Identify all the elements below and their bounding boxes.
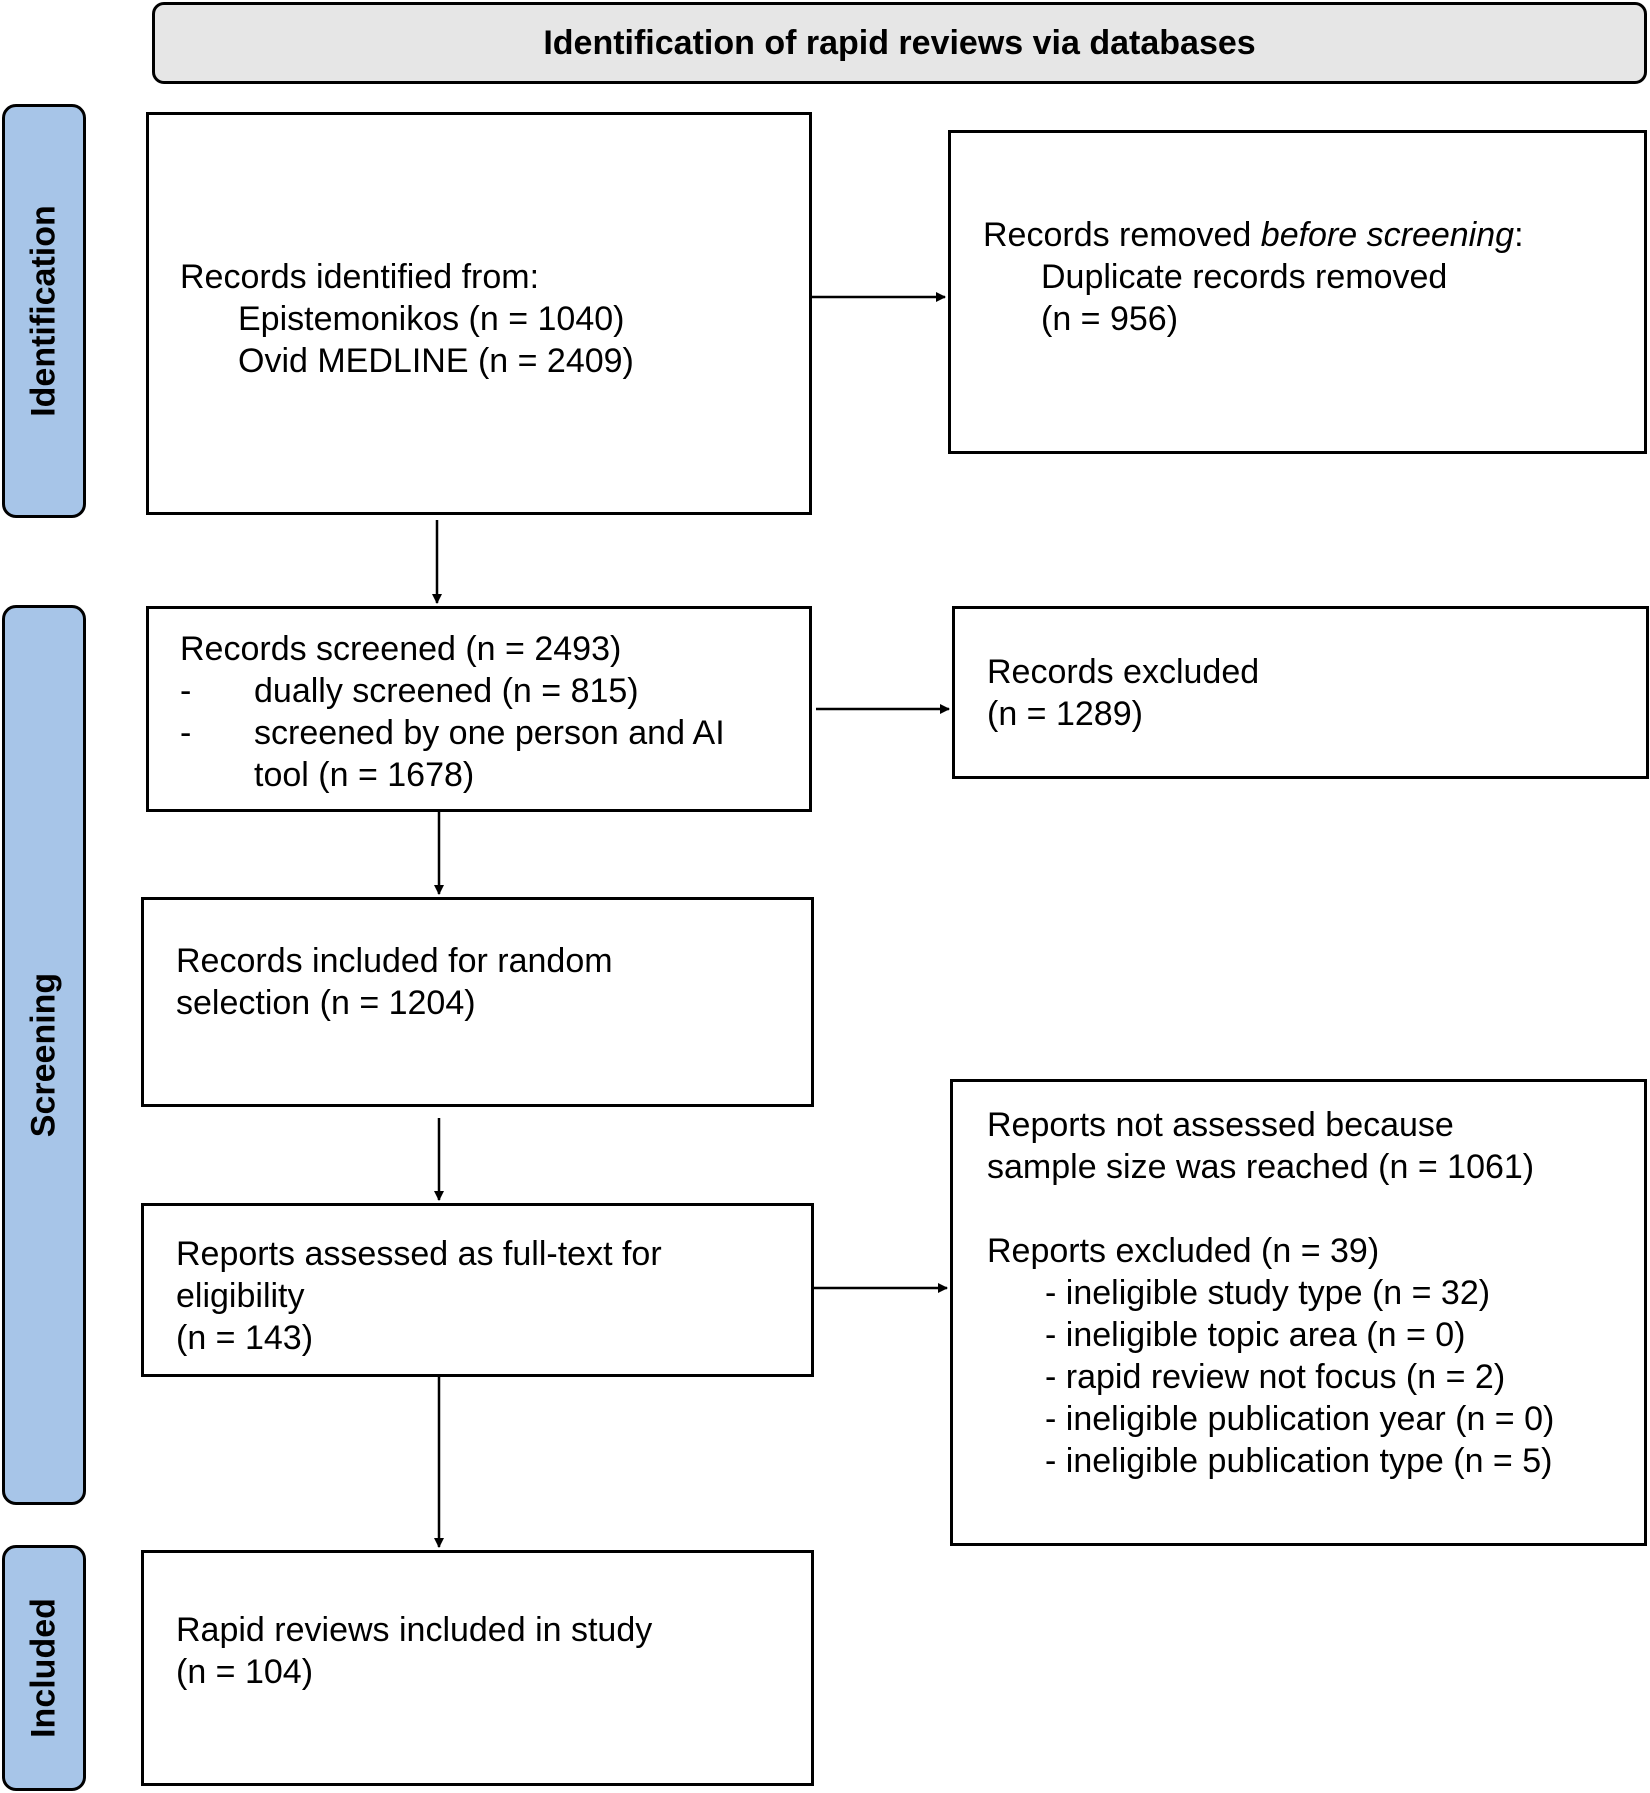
fulltext-line1: Reports assessed as full-text for	[176, 1235, 662, 1273]
reason-publication-year: - ineligible publication year (n = 0)	[1045, 1400, 1555, 1438]
included-line1: Rapid reviews included in study	[176, 1611, 653, 1649]
included-studies-box: Rapid reviews included in study (n = 104…	[141, 1550, 814, 1786]
source-epistemonikos: Epistemonikos (n = 1040)	[238, 300, 625, 338]
random-selection-box: Records included for random selection (n…	[141, 897, 814, 1107]
included-count: (n = 104)	[176, 1653, 314, 1691]
fulltext-line2: eligibility	[176, 1277, 305, 1315]
duplicates-removed-label: Duplicate records removed	[1041, 258, 1448, 296]
reason-publication-type: - ineligible publication type (n = 5)	[1045, 1442, 1553, 1480]
records-excluded-count: (n = 1289)	[987, 695, 1143, 733]
source-ovid-medline: Ovid MEDLINE (n = 2409)	[238, 342, 634, 380]
records-removed-title: Records removed before screening:	[983, 216, 1524, 254]
reports-excluded-box: Reports not assessed because sample size…	[950, 1079, 1647, 1546]
not-assessed-line1: Reports not assessed because	[987, 1106, 1454, 1144]
diagram-header: Identification of rapid reviews via data…	[152, 2, 1647, 84]
phase-identification: Identification	[2, 104, 86, 518]
records-screened-title: Records screened (n = 2493)	[180, 630, 622, 668]
reason-topic-area: - ineligible topic area (n = 0)	[1045, 1316, 1466, 1354]
records-excluded-box: Records excluded (n = 1289)	[952, 606, 1649, 779]
phase-included: Included	[2, 1545, 86, 1791]
reason-study-type: - ineligible study type (n = 32)	[1045, 1274, 1491, 1312]
records-excluded-label: Records excluded	[987, 653, 1260, 691]
reason-not-focus: - rapid review not focus (n = 2)	[1045, 1358, 1506, 1396]
duplicates-removed-count: (n = 956)	[1041, 300, 1179, 338]
header-title: Identification of rapid reviews via data…	[543, 23, 1256, 62]
records-identified-box: Records identified from: Epistemonikos (…	[146, 112, 812, 515]
screened-item-ai-continued: tool (n = 1678)	[254, 756, 475, 794]
phase-screening: Screening	[2, 605, 86, 1505]
random-selection-line2: selection (n = 1204)	[176, 984, 476, 1022]
fulltext-count: (n = 143)	[176, 1319, 314, 1357]
random-selection-line1: Records included for random	[176, 942, 613, 980]
not-assessed-line2: sample size was reached (n = 1061)	[987, 1148, 1535, 1186]
reports-excluded-title: Reports excluded (n = 39)	[987, 1232, 1380, 1270]
records-identified-title: Records identified from:	[180, 258, 540, 296]
fulltext-assessed-box: Reports assessed as full-text for eligib…	[141, 1203, 814, 1377]
records-screened-box: Records screened (n = 2493) - dually scr…	[146, 606, 812, 812]
records-removed-box: Records removed before screening: Duplic…	[948, 130, 1647, 454]
